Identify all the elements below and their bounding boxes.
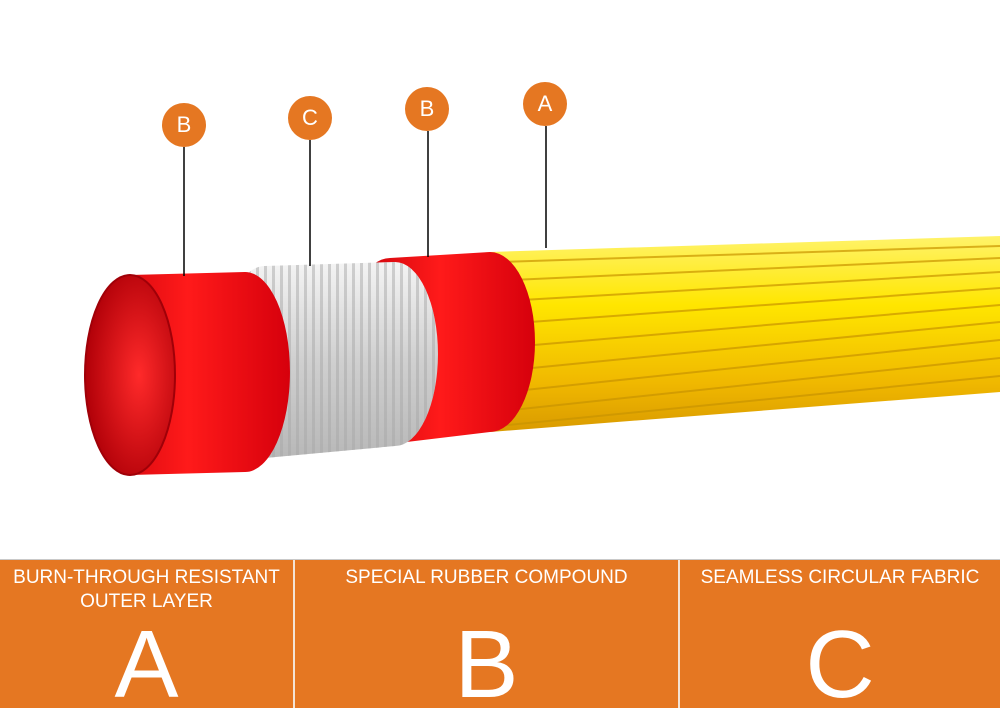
legend-item-b: SPECIAL RUBBER COMPOUND B — [293, 560, 678, 718]
legend-letter: C — [805, 611, 875, 718]
callout-letter: A — [537, 91, 553, 116]
callout-c: C — [288, 96, 332, 140]
callout-letter: C — [302, 105, 318, 130]
legend-letter: B — [454, 611, 519, 718]
callout-letter: B — [176, 112, 192, 137]
legend-title: BURN-THROUGH RESISTANT — [13, 567, 280, 588]
legend-panel: BURN-THROUGH RESISTANT OUTER LAYER A SPEC… — [0, 559, 1000, 718]
hose-opening — [84, 274, 176, 476]
callout-a: A — [523, 82, 567, 126]
callout-lines — [183, 126, 547, 276]
legend-letter: A — [114, 611, 179, 718]
legend-item-c: SEAMLESS CIRCULAR FABRIC C — [678, 560, 1000, 718]
legend-item-a: BURN-THROUGH RESISTANT OUTER LAYER A — [0, 560, 293, 718]
callout-b-outer: B — [162, 103, 206, 147]
callout-letter: B — [419, 96, 435, 121]
hose-illustration — [84, 126, 1000, 476]
outer-layer-a — [445, 236, 1000, 432]
legend-title: SPECIAL RUBBER COMPOUND — [345, 567, 628, 588]
callout-b-inner: B — [405, 87, 449, 131]
legend-title-line2: OUTER LAYER — [80, 591, 213, 612]
legend-title: SEAMLESS CIRCULAR FABRIC — [700, 567, 980, 588]
